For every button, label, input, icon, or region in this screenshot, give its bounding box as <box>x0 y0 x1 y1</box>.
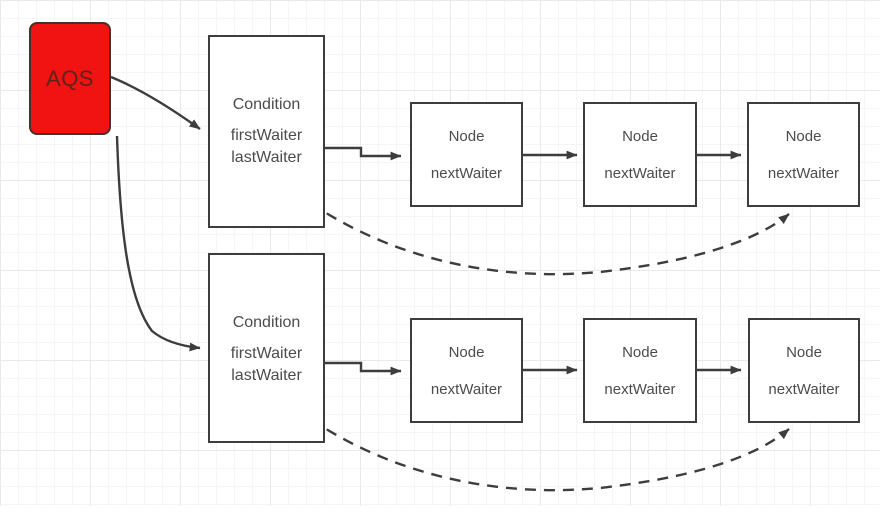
node-box-2a: Node nextWaiter <box>410 318 523 423</box>
arrow-condition1-firstwaiter-to-node <box>325 146 402 161</box>
arrow-aqs-to-condition-1 <box>110 75 201 130</box>
node-2b-title: Node <box>622 344 658 361</box>
node-2b-nextwaiter-label: nextWaiter <box>604 381 676 398</box>
node-2a-title: Node <box>448 344 485 361</box>
node-1a-title: Node <box>448 128 485 145</box>
canvas-bottom-margin <box>0 506 880 515</box>
node-1b-nextwaiter-label: nextWaiter <box>604 165 676 182</box>
node-box-1b: Node nextWaiter <box>583 102 697 207</box>
arrow-condition1-lastwaiter-to-node1c <box>265 167 790 276</box>
arrow-condition2-firstwaiter-to-node <box>325 361 402 376</box>
condition-1-lastwaiter-label: lastWaiter <box>231 149 302 166</box>
node-2a-nextwaiter-label: nextWaiter <box>430 381 503 398</box>
node-2c-nextwaiter-label: nextWaiter <box>768 381 840 398</box>
node-1c-title: Node <box>785 128 822 145</box>
condition-1-firstwaiter-label: firstWaiter <box>230 127 303 144</box>
node-1b-title: Node <box>622 128 658 145</box>
node-box-2c: Node nextWaiter <box>748 318 860 423</box>
node-1a-nextwaiter-label: nextWaiter <box>430 165 503 182</box>
node-box-2b: Node nextWaiter <box>583 318 697 423</box>
node-2c-title: Node <box>786 344 822 361</box>
node-box-1a: Node nextWaiter <box>410 102 523 207</box>
node-1c-nextwaiter-label: nextWaiter <box>767 165 840 182</box>
condition-2-title: Condition <box>232 314 301 331</box>
condition-box-2: Condition firstWaiter lastWaiter <box>208 253 325 443</box>
condition-1-title: Condition <box>232 96 301 113</box>
aqs-box: AQS <box>29 22 111 135</box>
condition-box-1: Condition firstWaiter lastWaiter <box>208 35 325 228</box>
node-box-1c: Node nextWaiter <box>747 102 860 207</box>
arrow-aqs-to-condition-2 <box>115 135 201 352</box>
aqs-label: AQS <box>46 65 94 91</box>
arrow-condition2-lastwaiter-to-node2c <box>265 383 790 492</box>
condition-2-firstwaiter-label: firstWaiter <box>230 345 303 362</box>
condition-2-lastwaiter-label: lastWaiter <box>231 367 302 384</box>
